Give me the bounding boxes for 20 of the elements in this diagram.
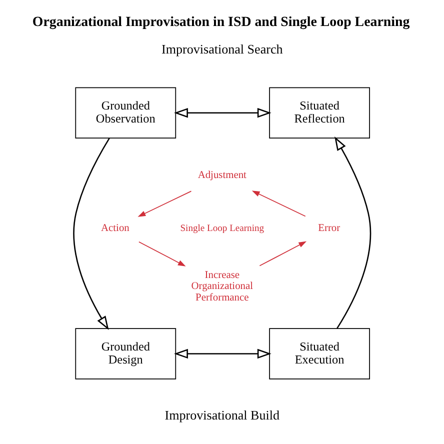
arrow (252, 190, 306, 217)
arrow (138, 190, 192, 217)
node-box: Grounded Observation (75, 87, 176, 139)
arrow (334, 136, 372, 329)
label: Improvisational Search (162, 41, 283, 56)
arrow (138, 241, 186, 266)
diagram-title: Organizational Improvisation in ISD and Single Loop Learning (32, 14, 410, 30)
label: Improvisational Build (164, 407, 280, 422)
node-text: Action (101, 223, 130, 234)
node-box: Grounded Design (75, 328, 176, 380)
arrow (259, 241, 307, 266)
node-box: Situated Execution (269, 328, 370, 380)
node-text: Adjustment (198, 170, 246, 182)
node-text: Error (318, 223, 340, 234)
arrow (174, 108, 272, 118)
arrow (73, 138, 110, 330)
arrow (174, 348, 272, 359)
node-text: Increase Organizational Performance (191, 270, 254, 304)
label: Single Loop Learning (180, 222, 264, 234)
node-box: Situated Reflection (269, 87, 370, 139)
